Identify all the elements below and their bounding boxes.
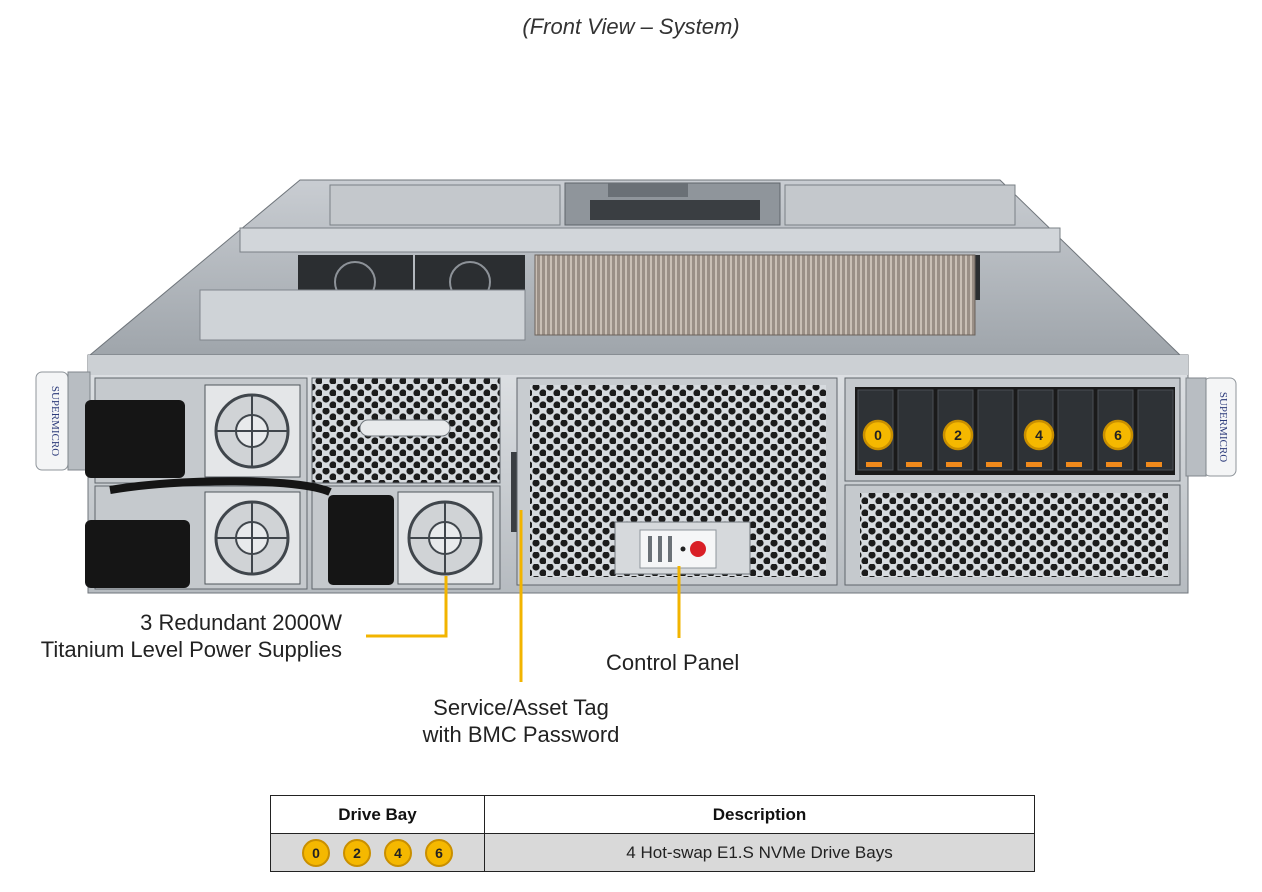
bay-badge-0: 0 (302, 838, 330, 867)
callout-tag-line-2: with BMC Password (422, 722, 620, 747)
callout-control-panel: Control Panel (606, 650, 740, 675)
svg-text:2: 2 (954, 427, 962, 443)
psu-fan-1 (204, 384, 301, 478)
drive-bay-cage: 0 2 4 6 (844, 377, 1181, 586)
drive-badge-4: 4 (1023, 419, 1055, 451)
bay-badge-2: 2 (343, 838, 371, 867)
table-row: 0 2 4 6 4 Hot-swap E1.S NVMe Drive Bays (270, 833, 1035, 872)
power-supply-bays (85, 377, 501, 590)
figure-title: (Front View – System) (522, 14, 740, 39)
header-drive-bay: Drive Bay (270, 795, 485, 834)
leader-lines (366, 510, 681, 682)
heatsink (534, 254, 976, 336)
cell-description: 4 Hot-swap E1.S NVMe Drive Bays (484, 833, 1035, 872)
bay-badge-6: 6 (425, 838, 453, 867)
svg-text:0: 0 (874, 427, 882, 443)
brand-label-right: SUPERMICRO (1217, 392, 1229, 462)
psu-fan-2 (204, 491, 301, 585)
power-button[interactable] (690, 541, 706, 557)
callout-psu-line-2: Titanium Level Power Supplies (40, 637, 342, 662)
svg-text:4: 4 (1035, 427, 1043, 443)
psu-fan-3 (397, 491, 494, 585)
drive-bay-table: Drive Bay Description 0 2 4 6 4 Hot-swap… (270, 795, 1035, 872)
chassis-top (88, 179, 1182, 356)
callout-psu-line-1: 3 Redundant 2000W (140, 610, 342, 635)
callout-tag-line-1: Service/Asset Tag (433, 695, 609, 720)
rack-ear-left: SUPERMICRO (35, 371, 91, 471)
callout-service-tag: Service/Asset Tag with BMC Password (411, 694, 631, 748)
drive-badge-2: 2 (942, 419, 974, 451)
svg-text:6: 6 (1114, 427, 1122, 443)
leader-line-psu (366, 576, 448, 638)
control-panel[interactable] (614, 521, 751, 575)
table-header-row: Drive Bay Description (270, 795, 1035, 834)
header-description: Description (484, 795, 1035, 834)
rack-ear-right: SUPERMICRO (1185, 377, 1237, 477)
brand-label-left: SUPERMICRO (49, 386, 61, 456)
bay-badge-4: 4 (384, 838, 412, 867)
drive-badge-6: 6 (1102, 419, 1134, 451)
drive-badge-0: 0 (862, 419, 894, 451)
cell-drive-bays: 0 2 4 6 (270, 833, 485, 872)
callout-power-supplies: 3 Redundant 2000W Titanium Level Power S… (41, 609, 342, 663)
